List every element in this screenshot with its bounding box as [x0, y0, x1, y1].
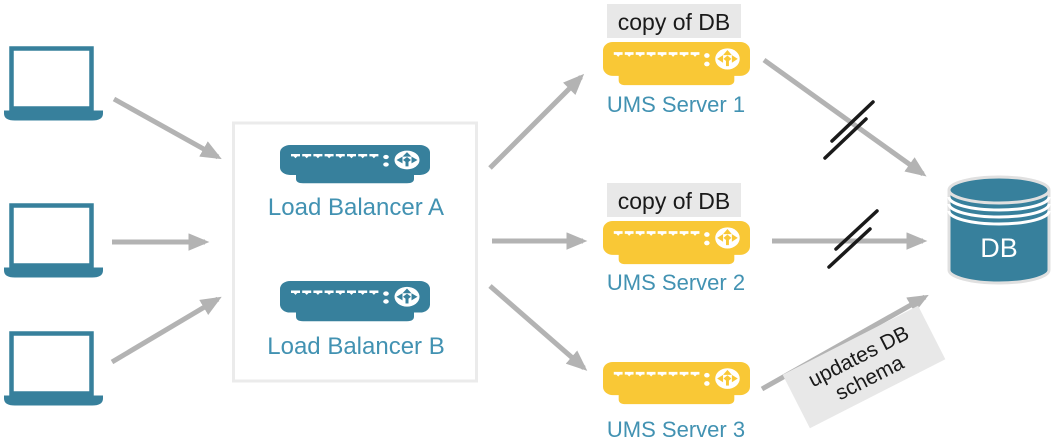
arrow-client3-to-loadbalancers [110, 296, 222, 365]
arrow-client1-to-loadbalancers [112, 96, 222, 160]
load-balancer-b: Load Balancer B [267, 281, 445, 360]
double-slash-marks [827, 209, 879, 269]
rack-server-icon [603, 221, 750, 265]
copy-of-db-badge [607, 183, 741, 217]
load-balancer-a-label: Load Balancer A [268, 194, 444, 221]
ums-server-2-label: UMS Server 2 [607, 270, 745, 295]
ums-server-1-label: UMS Server 1 [607, 92, 745, 117]
copy-of-db-badge [607, 4, 741, 38]
copy-of-db-badge-label: copy of DB [618, 188, 731, 214]
laptop-icon [4, 334, 103, 406]
updates-db-schema-note: updates DB schema [782, 305, 946, 429]
rack-server-icon [603, 362, 750, 405]
load-balancer-a: Load Balancer A [268, 145, 444, 221]
rack-server-icon [603, 42, 750, 86]
arrow-lb-to-server3 [488, 284, 588, 371]
arrow-server1-to-db [762, 57, 927, 177]
ums-server-3-label: UMS Server 3 [607, 417, 745, 442]
ums-server-2: copy of DB UMS Server 2 [603, 183, 750, 295]
laptop-icon [4, 206, 103, 278]
database-label: DB [980, 233, 1018, 263]
copy-of-db-badge-label: copy of DB [618, 9, 731, 35]
ums-server-1: copy of DB UMS Server 1 [603, 4, 750, 117]
ums-server-3: UMS Server 3 [603, 362, 750, 442]
load-balancer-b-label: Load Balancer B [267, 333, 444, 360]
arrow-lb-to-server1 [488, 73, 585, 170]
double-slash-marks [823, 100, 875, 160]
database-cylinder-icon: DB [947, 175, 1051, 285]
rack-server-icon [280, 145, 430, 184]
laptop-icon [4, 49, 103, 121]
rack-server-icon [280, 281, 430, 322]
